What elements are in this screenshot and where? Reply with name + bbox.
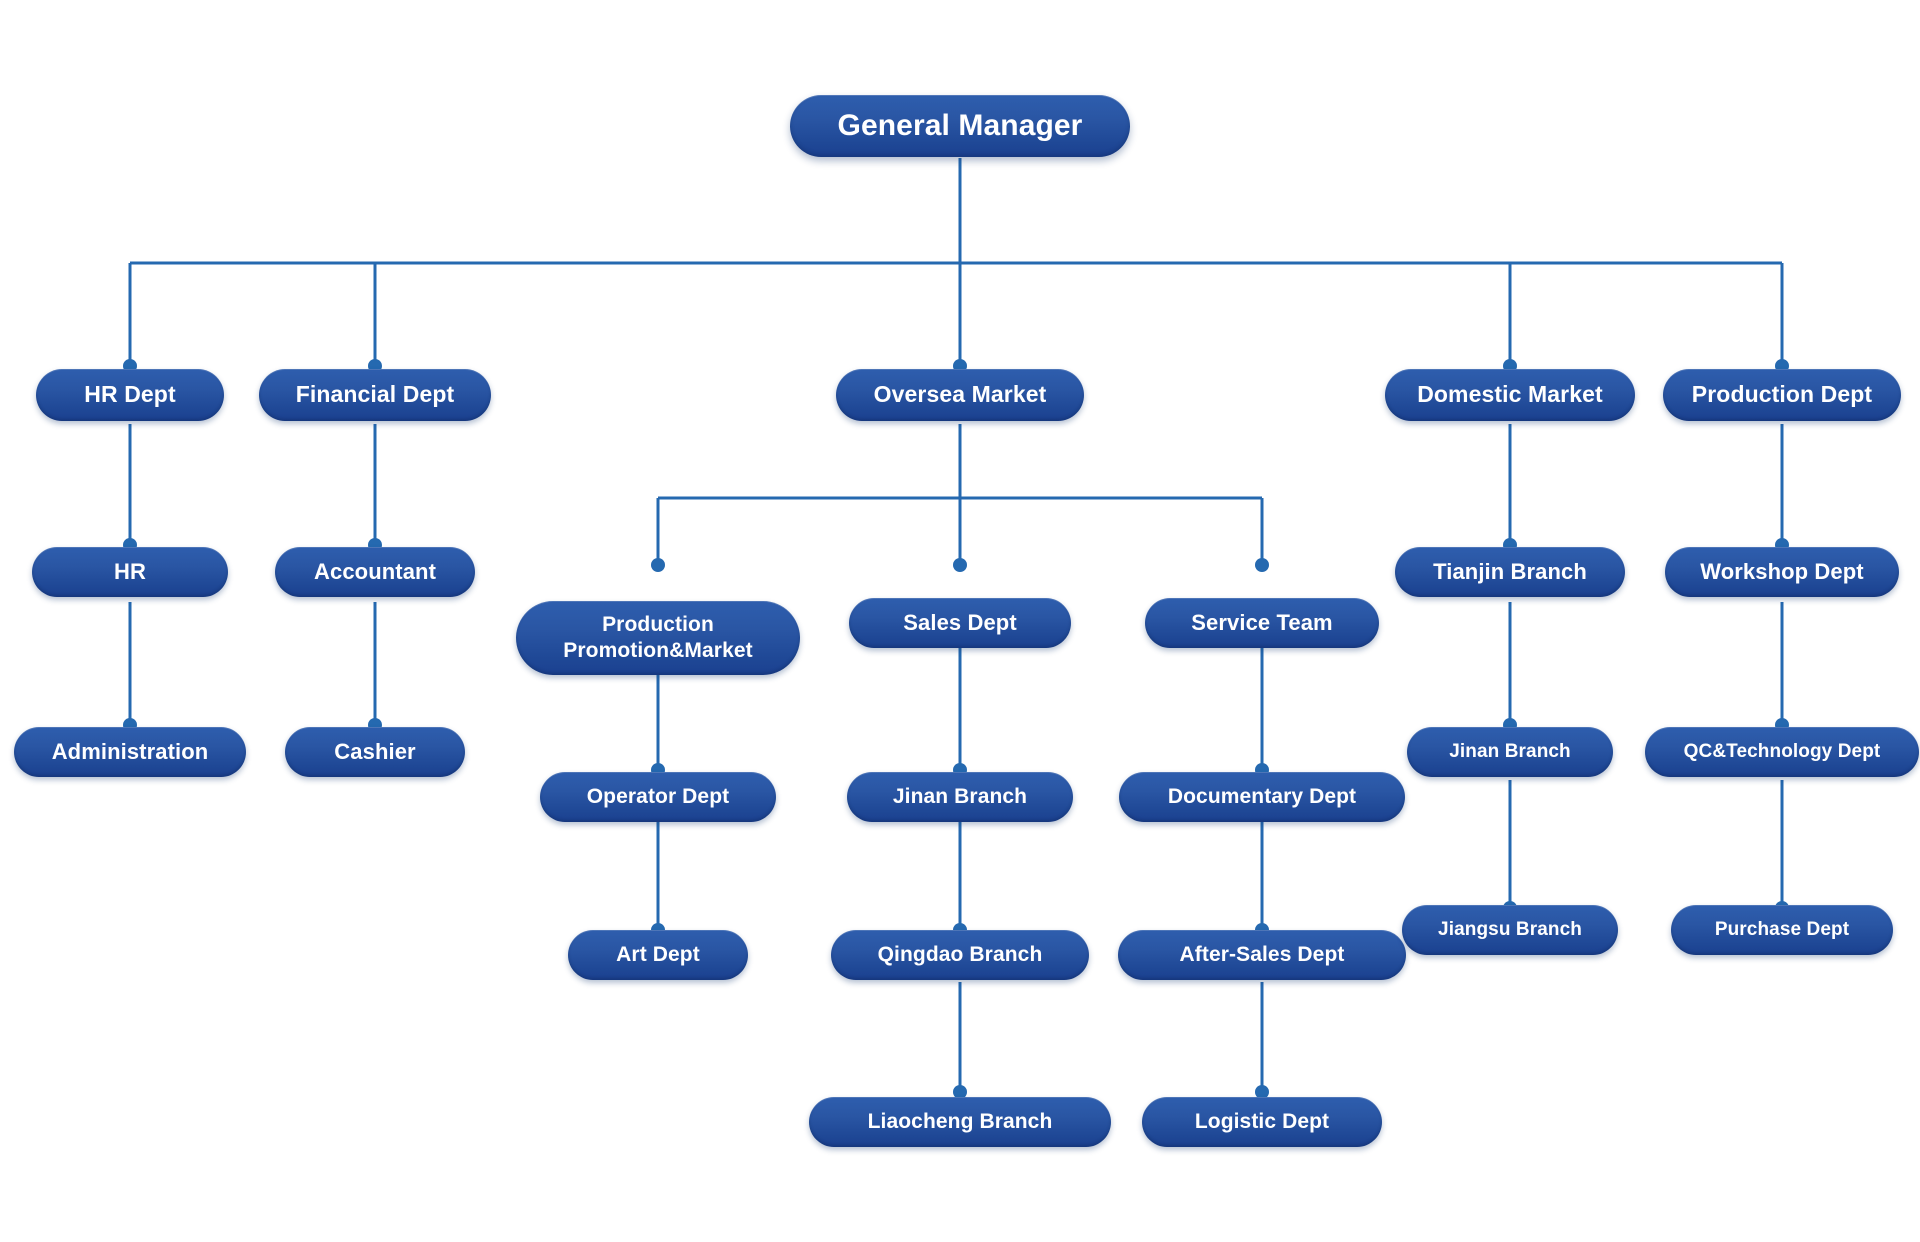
node-label: Liaocheng Branch [867,1109,1053,1133]
node-label: Tianjin Branch [1433,559,1587,585]
node-label: Jiangsu Branch [1438,918,1582,940]
node-label: Documentary Dept [1167,784,1357,808]
node-label: Qingdao Branch [877,942,1043,966]
node-label: Accountant [314,559,436,585]
node-label: General Manager [837,109,1083,143]
node-administration[interactable]: Administration [14,727,246,777]
node-after-sales-dept[interactable]: After-Sales Dept [1118,930,1406,980]
node-label: Oversea Market [873,381,1047,408]
node-sales-dept[interactable]: Sales Dept [849,598,1071,648]
node-label: HR [114,559,146,585]
node-cashier[interactable]: Cashier [285,727,465,777]
node-label-line1: Production [602,613,714,637]
node-documentary-dept[interactable]: Documentary Dept [1119,772,1405,822]
node-label: Purchase Dept [1714,918,1850,940]
node-tianjin-branch[interactable]: Tianjin Branch [1395,547,1625,597]
node-oversea-market[interactable]: Oversea Market [836,369,1084,421]
node-workshop-dept[interactable]: Workshop Dept [1665,547,1899,597]
node-general-manager[interactable]: General Manager [790,95,1130,157]
node-label: Jinan Branch [1449,740,1571,762]
node-service-team[interactable]: Service Team [1145,598,1379,648]
node-liaocheng-branch[interactable]: Liaocheng Branch [809,1097,1111,1147]
node-operator-dept[interactable]: Operator Dept [540,772,776,822]
node-logistic-dept[interactable]: Logistic Dept [1142,1097,1382,1147]
node-label: Administration [51,739,209,765]
node-label: Workshop Dept [1700,559,1864,585]
node-jinan-branch-domestic[interactable]: Jinan Branch [1407,727,1613,777]
node-qc-technology-dept[interactable]: QC&Technology Dept [1645,727,1919,777]
node-label: Cashier [334,739,416,765]
node-hr[interactable]: HR [32,547,228,597]
node-label: Art Dept [616,942,700,966]
node-label: Jinan Branch [892,784,1028,808]
node-label: Production Dept [1691,381,1873,408]
node-qingdao-branch[interactable]: Qingdao Branch [831,930,1089,980]
node-hr-dept[interactable]: HR Dept [36,369,224,421]
node-label: Operator Dept [586,784,730,808]
node-domestic-market[interactable]: Domestic Market [1385,369,1635,421]
node-label: Financial Dept [295,381,455,408]
node-label: HR Dept [84,381,176,408]
node-production-dept[interactable]: Production Dept [1663,369,1901,421]
node-jiangsu-branch[interactable]: Jiangsu Branch [1402,905,1618,955]
node-purchase-dept[interactable]: Purchase Dept [1671,905,1893,955]
node-label: Domestic Market [1417,381,1603,408]
node-label: After-Sales Dept [1179,942,1345,966]
node-label: QC&Technology Dept [1683,740,1881,762]
node-label: Service Team [1191,610,1333,636]
node-accountant[interactable]: Accountant [275,547,475,597]
node-label: Logistic Dept [1194,1109,1330,1133]
node-production-promotion-market[interactable]: Production Promotion&Market [516,601,800,675]
node-art-dept[interactable]: Art Dept [568,930,748,980]
node-label-line2: Promotion&Market [563,639,753,662]
node-financial-dept[interactable]: Financial Dept [259,369,491,421]
node-jinan-branch-sales[interactable]: Jinan Branch [847,772,1073,822]
node-label: Sales Dept [903,610,1017,636]
